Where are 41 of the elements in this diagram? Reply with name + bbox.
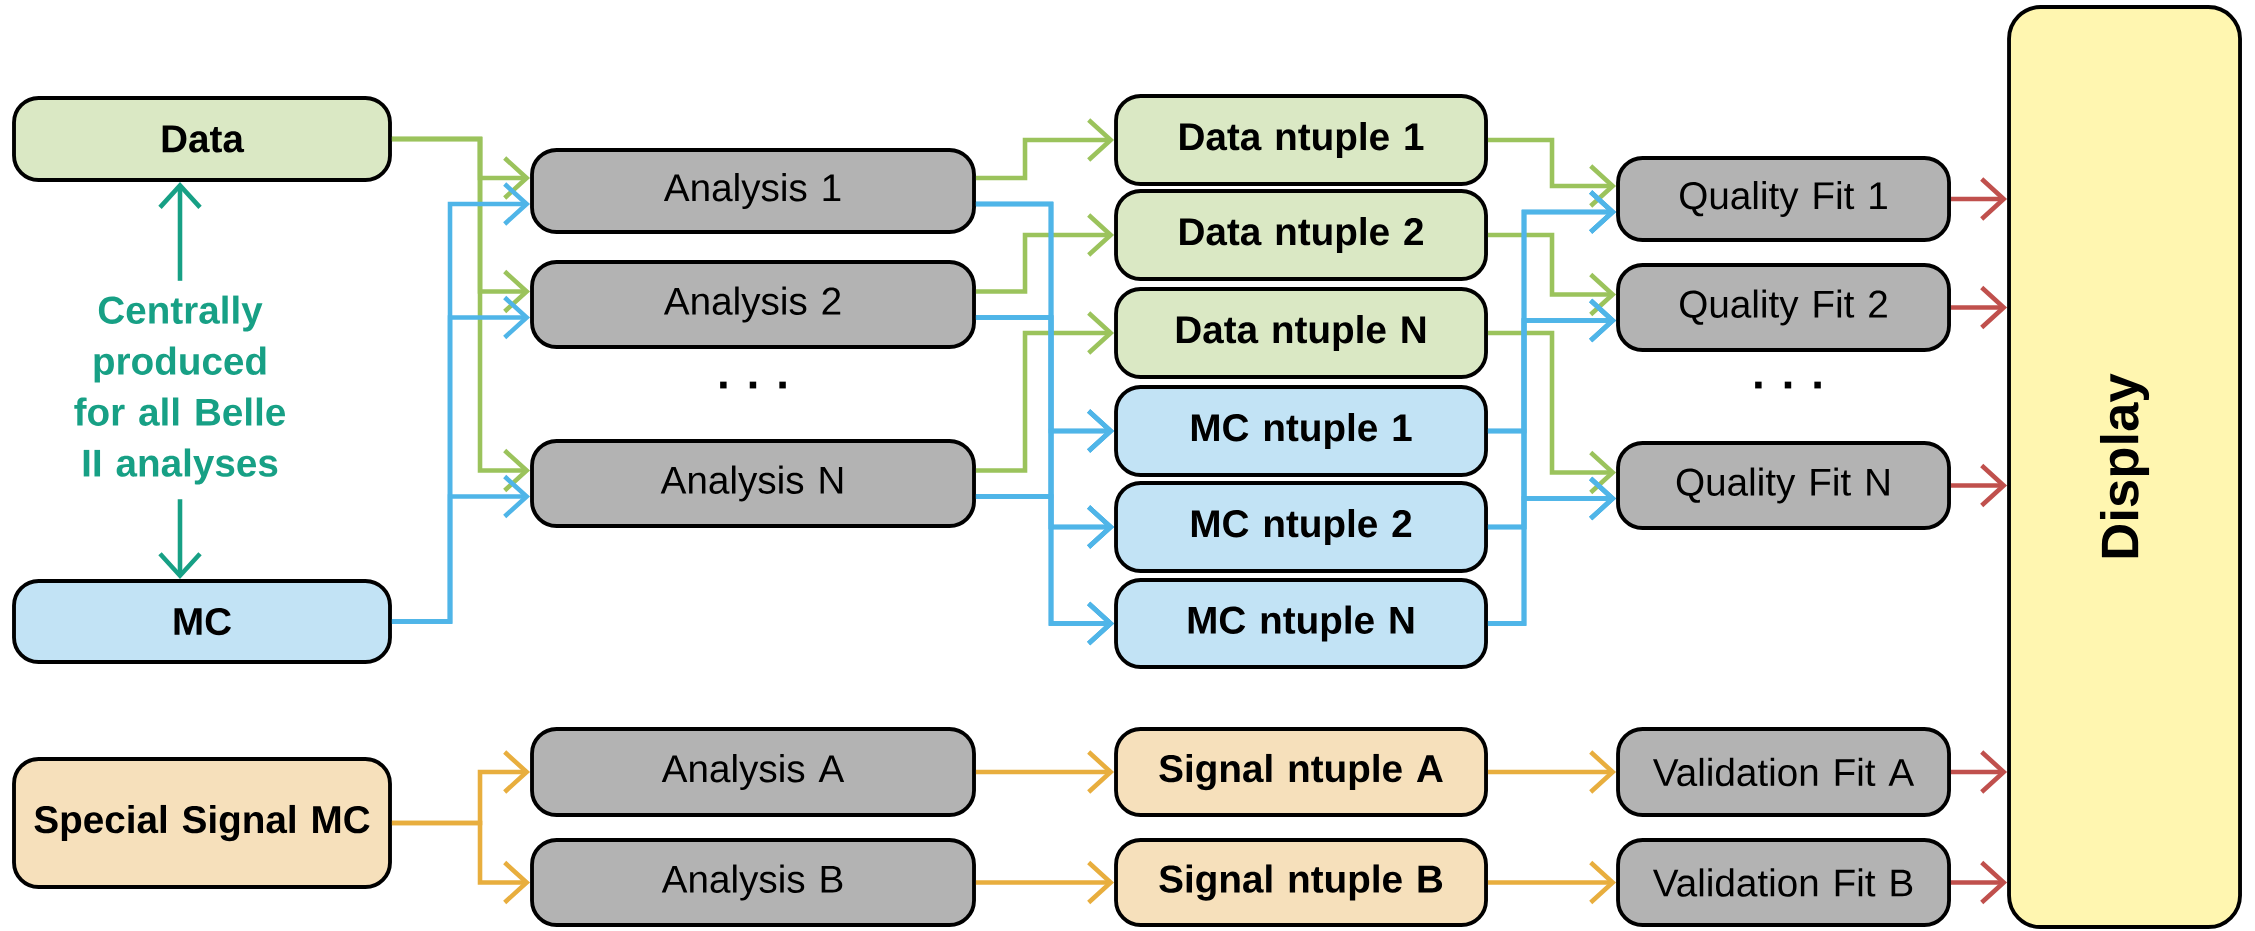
arrow xyxy=(391,820,531,905)
ntuple-box: Data ntuple 2 xyxy=(1114,189,1488,281)
analysis-box: Analysis N xyxy=(530,439,976,528)
input-box: Special Signal MC xyxy=(12,757,392,889)
analysis-box: Analysis A xyxy=(530,727,976,817)
fit-box: Validation Fit B xyxy=(1616,838,1951,927)
ntuple-box: Data ntuple 1 xyxy=(1114,94,1488,186)
arrow xyxy=(1487,476,1617,626)
analysis-box: Analysis 1 xyxy=(530,148,976,234)
ntuple-box: MC ntuple 2 xyxy=(1114,481,1488,573)
arrow xyxy=(1487,750,1617,794)
analysis-box: Analysis B xyxy=(530,838,976,927)
fit-box: Quality Fit 2 xyxy=(1616,263,1951,352)
arrow xyxy=(1487,860,1617,905)
ntuple-box: MC ntuple 1 xyxy=(1114,385,1488,477)
ellipsis-text: . . . xyxy=(720,381,786,389)
arrow xyxy=(975,118,1115,181)
ntuple-box: Signal ntuple B xyxy=(1114,838,1488,927)
arrow xyxy=(975,213,1115,294)
ellipsis-text: . . . xyxy=(1755,381,1821,389)
arrow xyxy=(391,136,531,493)
analysis-box: Analysis 2 xyxy=(530,260,976,349)
arrow xyxy=(158,181,202,281)
ntuple-box: MC ntuple N xyxy=(1114,578,1488,669)
display-box xyxy=(2007,5,2242,929)
arrow xyxy=(975,860,1115,905)
arrow xyxy=(1487,137,1617,208)
arrow xyxy=(975,750,1115,794)
arrow xyxy=(1487,330,1617,495)
note-text: Centrally produced for all Belle II analyses xyxy=(74,295,285,485)
input-box: MC xyxy=(12,579,392,664)
fit-box: Quality Fit 1 xyxy=(1616,156,1951,242)
node-label: Display xyxy=(2099,373,2150,558)
arrow xyxy=(391,474,531,624)
fit-box: Quality Fit N xyxy=(1616,441,1951,530)
input-box: Data xyxy=(12,96,392,182)
fit-box: Validation Fit A xyxy=(1616,727,1951,817)
arrow xyxy=(975,494,1115,646)
arrow xyxy=(1487,232,1617,317)
ntuple-box: Signal ntuple A xyxy=(1114,727,1488,817)
ntuple-box: Data ntuple N xyxy=(1114,287,1488,379)
